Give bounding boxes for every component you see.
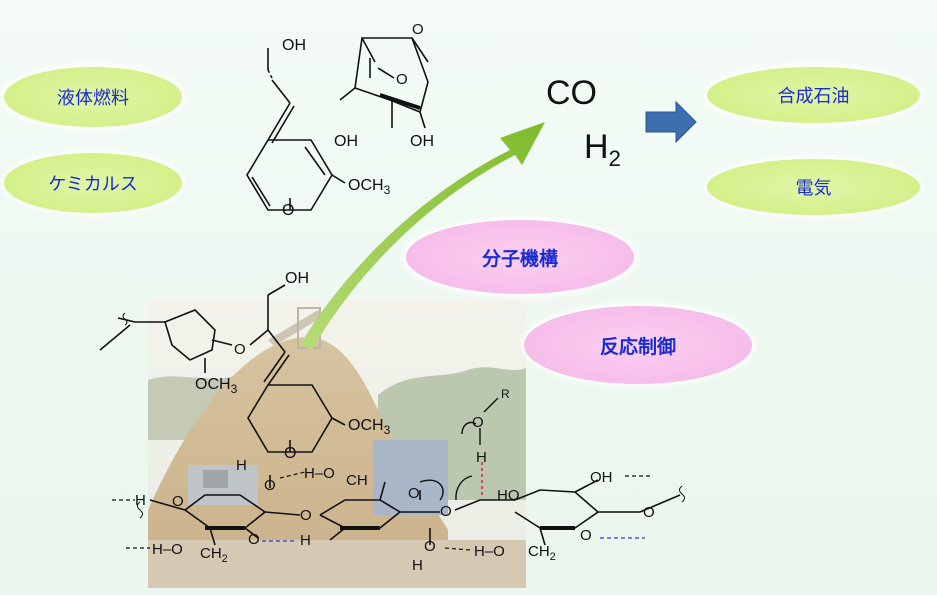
svg-text:H: H: [236, 457, 247, 474]
svg-text:O: O: [472, 414, 484, 431]
svg-text:OCH3: OCH3: [348, 417, 391, 437]
svg-text:O: O: [264, 477, 276, 494]
svg-text:CH2: CH2: [528, 543, 556, 563]
svg-text:CH: CH: [346, 472, 368, 489]
pill-electricity: 電気: [707, 159, 920, 215]
pill-label: 合成石油: [777, 86, 850, 107]
pill-label: 分子機構: [481, 247, 558, 270]
svg-text:O: O: [284, 445, 296, 462]
svg-text:OH: OH: [334, 133, 358, 150]
svg-text:O: O: [408, 485, 420, 502]
pill-label: 液体燃料: [57, 88, 129, 109]
svg-text:O: O: [412, 21, 424, 38]
pill-molecular-mechanism: 分子機構: [406, 220, 634, 294]
svg-text:H–O: H–O: [152, 541, 183, 558]
h2-label: H2: [584, 128, 621, 171]
pill-label: ケミカルス: [48, 174, 138, 195]
svg-text:H: H: [476, 449, 487, 466]
svg-text:H: H: [412, 557, 423, 574]
svg-text:O: O: [424, 538, 436, 555]
svg-text:O: O: [440, 503, 452, 520]
svg-text:O: O: [248, 531, 260, 548]
svg-text:H: H: [135, 492, 146, 509]
svg-text:H: H: [300, 532, 311, 549]
svg-text:OH: OH: [410, 133, 434, 150]
svg-text:HO: HO: [497, 487, 520, 504]
svg-text:OCH3: OCH3: [348, 177, 391, 197]
svg-text:H–O: H–O: [304, 465, 335, 482]
pill-synthetic-oil: 合成石油: [707, 67, 920, 123]
svg-text:OCH3: OCH3: [195, 376, 238, 396]
svg-text:R: R: [501, 387, 510, 401]
svg-text:O: O: [300, 507, 312, 524]
svg-text:OH: OH: [590, 469, 613, 486]
pill-reaction-control: 反応制御: [524, 306, 752, 384]
svg-text:OH: OH: [282, 37, 306, 54]
svg-text:H–O: H–O: [474, 543, 505, 560]
svg-text:O: O: [282, 202, 294, 219]
svg-text:O: O: [580, 527, 592, 544]
green-curved-arrow: [300, 122, 545, 350]
pill-liquid-fuel: 液体燃料: [4, 67, 182, 127]
blue-block-arrow: [645, 100, 697, 144]
svg-text:O: O: [396, 71, 408, 88]
co-label: CO: [546, 74, 597, 112]
pill-label: 反応制御: [599, 335, 676, 358]
svg-text:O: O: [643, 504, 655, 521]
svg-text:OH: OH: [285, 270, 309, 287]
svg-text:O: O: [234, 341, 246, 358]
svg-text:O: O: [172, 493, 184, 510]
pill-chemicals: ケミカルス: [4, 153, 182, 213]
pill-label: 電気: [795, 178, 832, 199]
svg-text:CH2: CH2: [200, 545, 228, 565]
